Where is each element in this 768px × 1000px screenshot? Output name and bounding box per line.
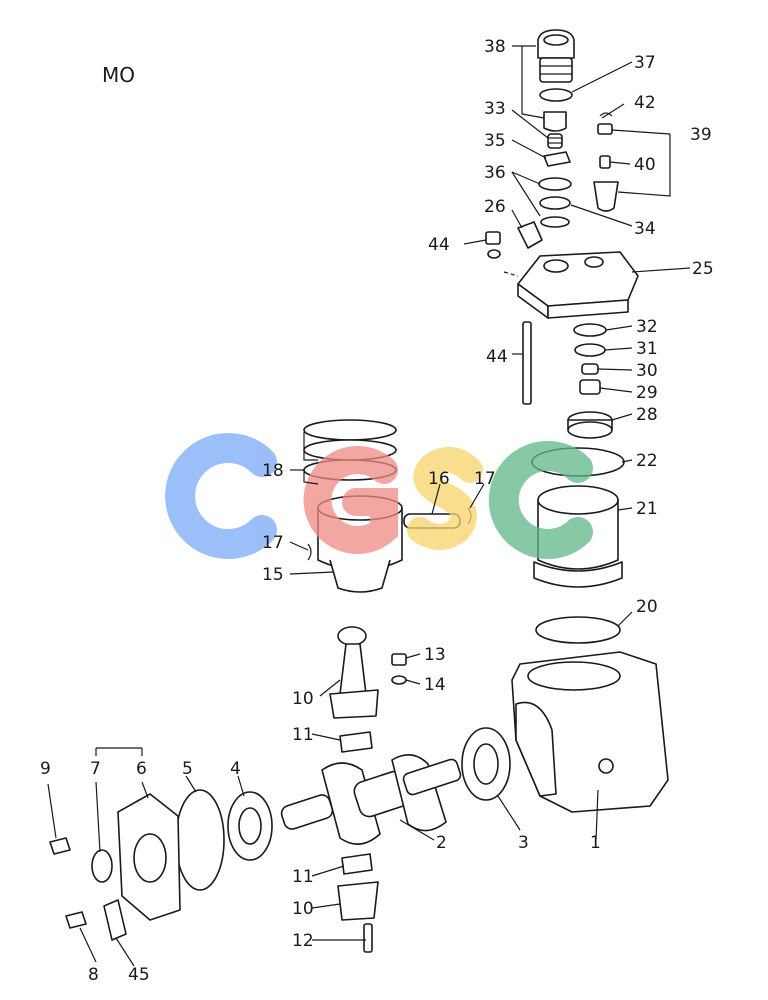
callout-11-upper: 11	[292, 725, 314, 745]
watermark-letter-g	[303, 446, 398, 554]
callout-2: 2	[436, 833, 447, 853]
part-13-nut	[391, 653, 407, 666]
diagram-title: MO	[102, 63, 135, 87]
part-38-stem	[597, 123, 613, 135]
part-30-washer	[574, 343, 606, 357]
part-39-spring	[599, 155, 611, 169]
callout-6: 6	[136, 759, 147, 779]
part-7-seal	[91, 849, 113, 883]
callout-34: 35	[484, 131, 506, 151]
callout-32: 33	[484, 99, 506, 119]
part-37-cap	[537, 29, 575, 83]
callout-22: 22	[636, 451, 658, 471]
callout-10-upper: 10	[292, 689, 314, 709]
callout-13: 13	[424, 645, 446, 665]
callout-31: 32	[636, 317, 658, 337]
callout-27: 28	[636, 405, 658, 425]
watermark-letter-c-1	[165, 433, 277, 559]
part-35-washer-lower	[540, 216, 570, 228]
part-45-lock-plate	[103, 899, 127, 941]
callout-8: 8	[88, 965, 99, 985]
callout-4: 4	[230, 759, 241, 779]
watermark-letter-c-2	[488, 441, 593, 559]
part-5-o-ring	[175, 789, 225, 891]
part-37-plug	[543, 111, 567, 132]
part-11-bearing-lower	[341, 853, 373, 875]
callout-16: 16	[428, 469, 450, 489]
part-3-bearing	[461, 727, 511, 801]
part-25-cylinder-head	[517, 251, 639, 319]
part-8-bolt	[65, 911, 87, 929]
callout-14: 14	[424, 675, 446, 695]
part-44-nut	[485, 231, 501, 245]
part-31-washer	[573, 323, 607, 337]
part-10-connecting-rod	[329, 626, 379, 719]
part-44-washer	[487, 249, 501, 259]
callout-18: 18	[262, 461, 284, 481]
leader-lines	[47, 45, 691, 967]
callout-25: 25	[692, 259, 714, 279]
part-6-cover	[117, 793, 181, 921]
callout-12: 12	[292, 931, 314, 951]
callout-44: 44	[428, 235, 450, 255]
part-1-crankcase	[511, 651, 669, 813]
part-10-rod-cap	[337, 881, 379, 921]
part-2-crankshaft	[280, 754, 462, 845]
part-26-filter	[517, 221, 543, 249]
part-27-valve-plate	[567, 411, 613, 439]
callout-3: 3	[518, 833, 529, 853]
callout-28: 29	[636, 383, 658, 403]
part-12-bolt	[363, 923, 373, 953]
part-11-bearing-upper	[339, 731, 373, 753]
callout-40: 42	[634, 93, 656, 113]
part-28-spring	[579, 379, 601, 395]
part-17-clip-left	[307, 543, 312, 561]
callout-45: 45	[128, 965, 150, 985]
watermark-letter-s	[407, 447, 483, 550]
callout-17-right: 17	[474, 469, 496, 489]
callout-21: 21	[636, 499, 658, 519]
callout-36: 37	[634, 53, 656, 73]
callout-29: 30	[636, 361, 658, 381]
callout-38: 39	[690, 125, 712, 145]
callout-labels: 38 37 42 33 39 35 40 36 26 34 44 25 32 3…	[40, 37, 714, 985]
part-20-o-ring	[535, 616, 621, 644]
callout-9: 9	[40, 759, 51, 779]
callout-33: 34	[634, 219, 656, 239]
callout-15: 15	[262, 565, 284, 585]
callout-17-left: 17	[262, 533, 284, 553]
callout-26: 26	[484, 197, 506, 217]
callout-1: 1	[590, 833, 601, 853]
part-4-bearing	[227, 791, 273, 861]
callout-20: 20	[636, 597, 658, 617]
callout-39: 40	[634, 155, 656, 175]
callout-30: 31	[636, 339, 658, 359]
callout-35: 36	[484, 163, 506, 183]
part-9-bolt	[49, 837, 71, 855]
part-38-valve-body	[593, 181, 619, 212]
part-29-spacer	[581, 363, 599, 375]
part-36-washer	[539, 88, 573, 102]
callout-10-lower: 10	[292, 899, 314, 919]
part-14-washer	[391, 675, 407, 685]
part-34-plate	[543, 151, 571, 167]
callout-5: 5	[182, 759, 193, 779]
callout-42: 44	[486, 347, 508, 367]
part-40-clip	[599, 112, 613, 117]
part-42-stud	[522, 321, 532, 405]
part-33-washer	[539, 196, 571, 210]
callout-7: 7	[90, 759, 101, 779]
callout-11-lower: 11	[292, 867, 314, 887]
watermark	[165, 433, 593, 559]
part-32-spring	[547, 133, 563, 149]
part-35-washer-upper	[538, 177, 572, 191]
callout-37: 38	[484, 37, 506, 57]
